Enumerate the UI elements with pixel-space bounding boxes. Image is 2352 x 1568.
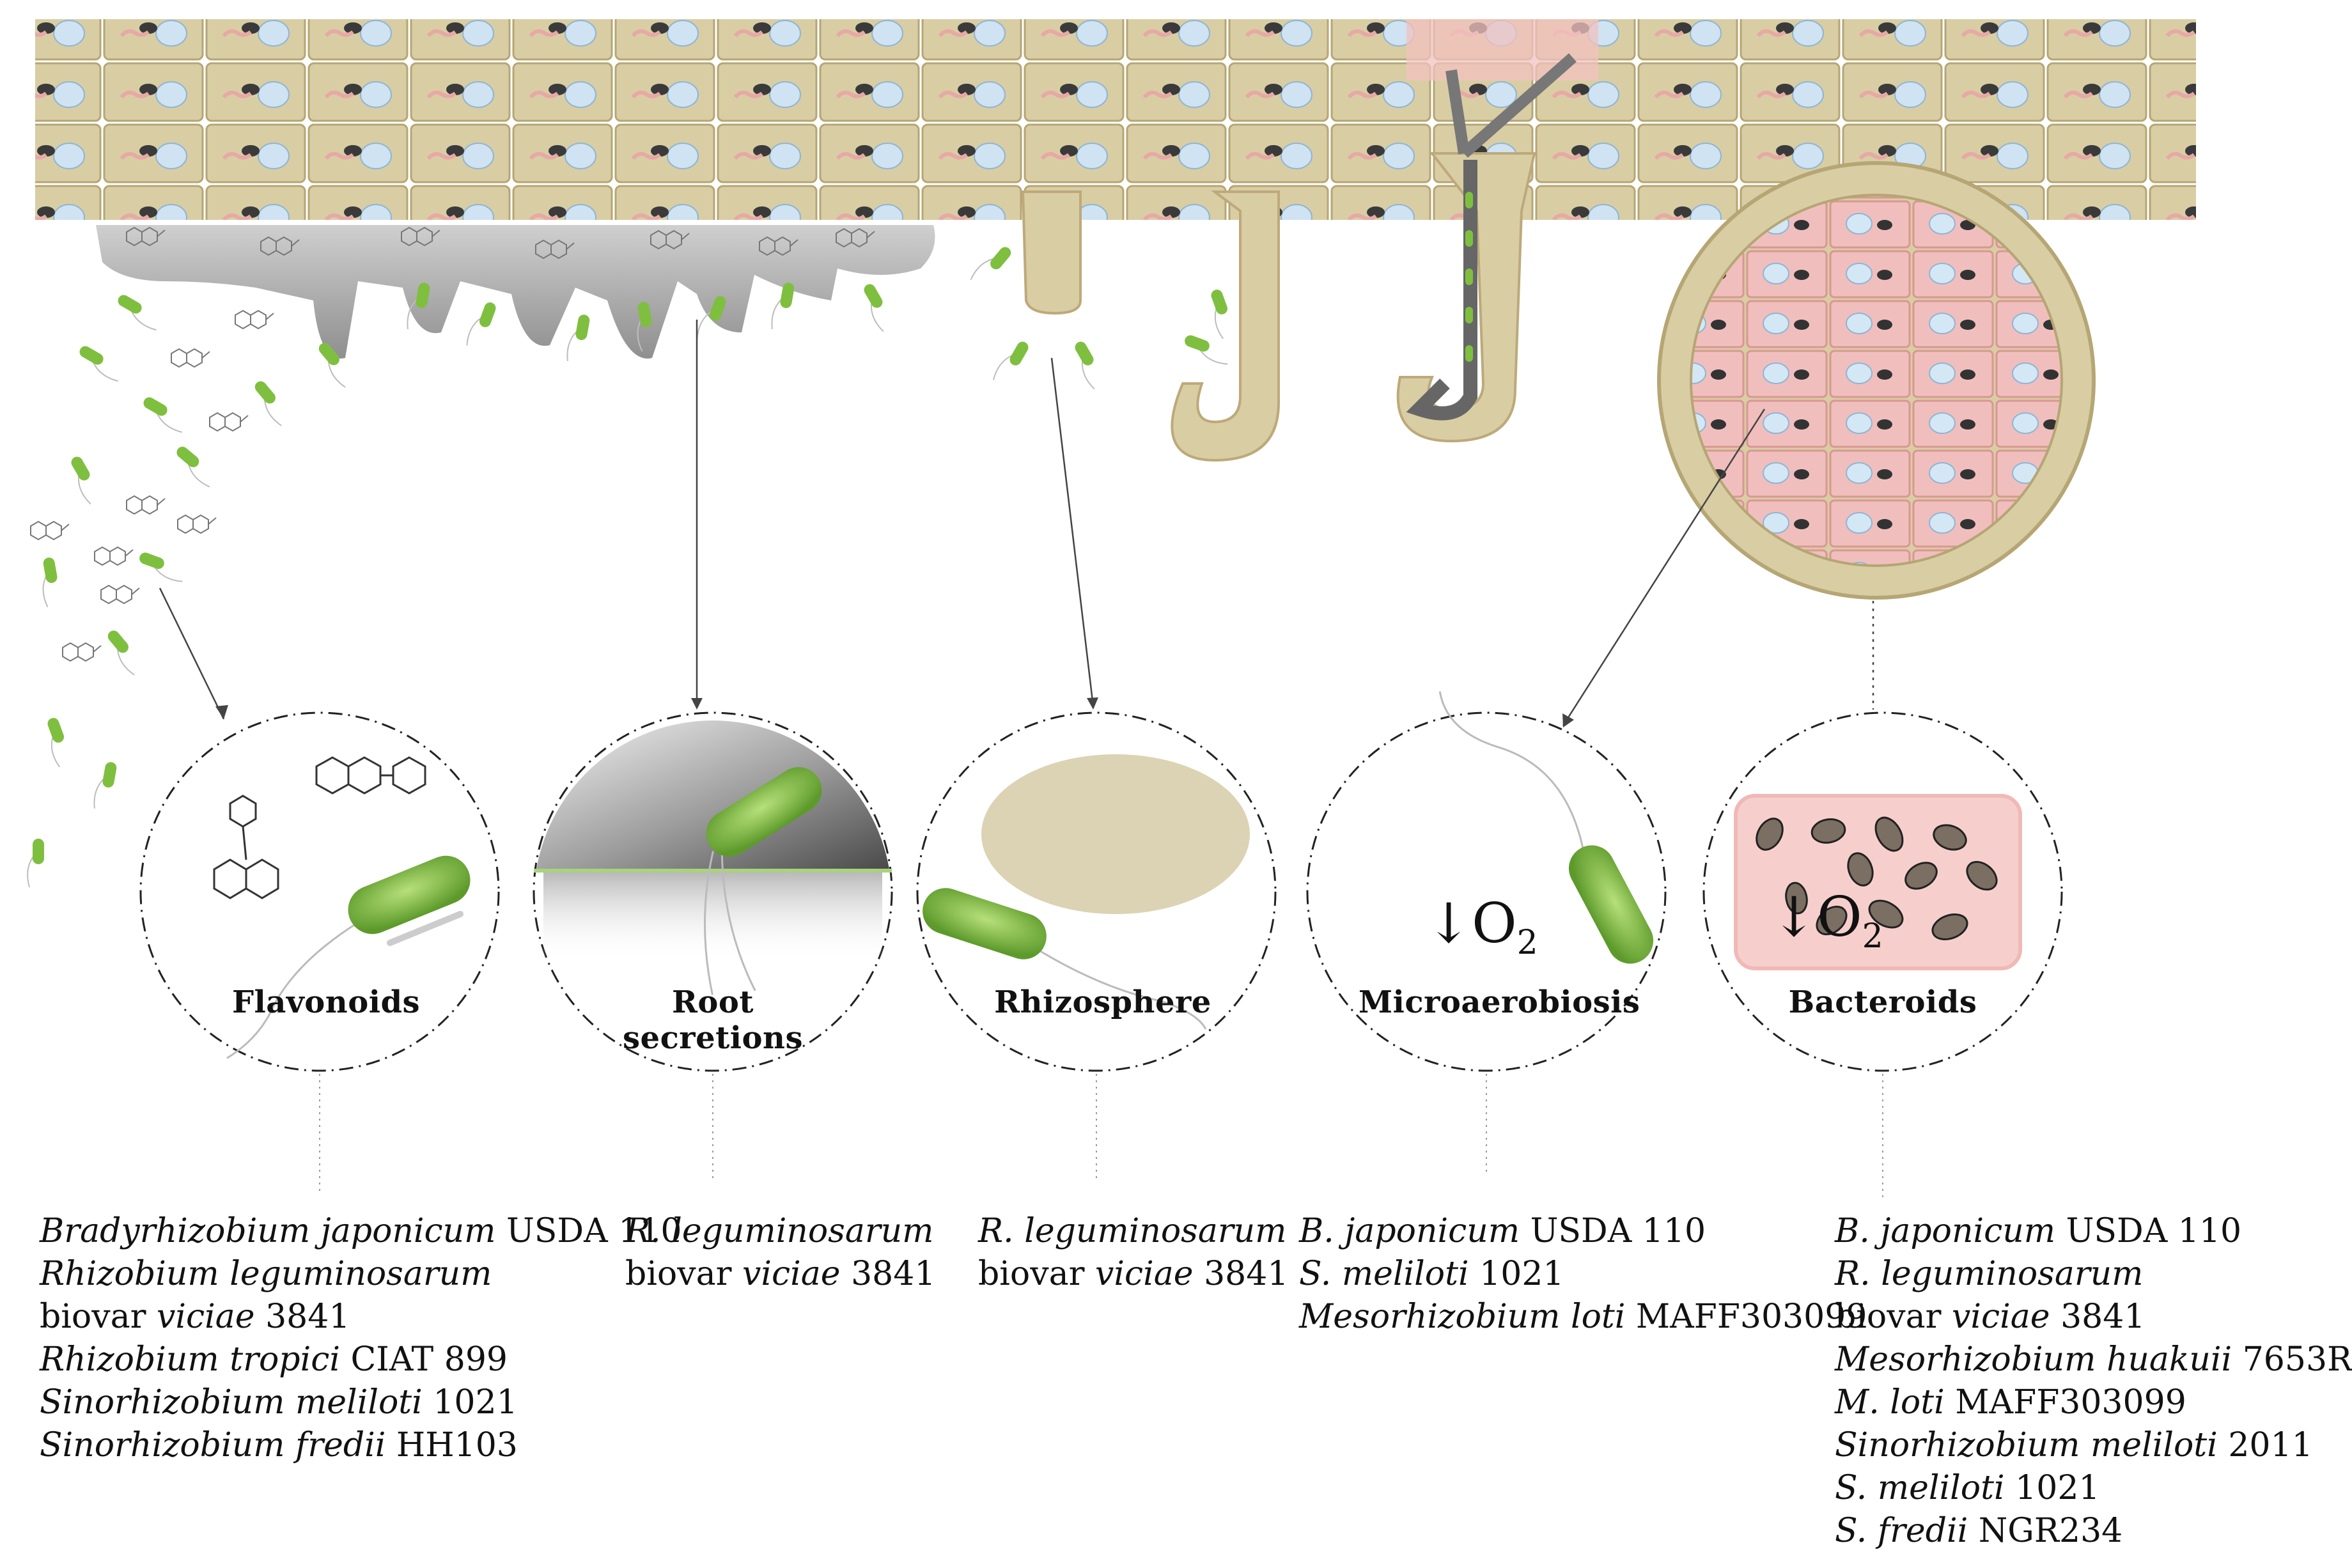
species-entry: Sinorhizobium meliloti 1021 bbox=[40, 1383, 518, 1422]
panel-stems bbox=[319, 1074, 1883, 1202]
down-arrow-icon: ↓ bbox=[1426, 892, 1472, 956]
root-hairs bbox=[1021, 53, 1577, 462]
flavonoid-structure-icon bbox=[213, 756, 426, 899]
panel-microaerobiosis bbox=[1306, 691, 1667, 1072]
leader-flavonoids bbox=[159, 587, 225, 720]
infection-thread-bacteria bbox=[1465, 192, 1473, 362]
infection-thread bbox=[1406, 160, 1477, 421]
leader-microaerobiosis bbox=[1562, 408, 1766, 726]
flavonoid-bacterium-icon bbox=[226, 855, 471, 1059]
species-list-bacteroids: B. japonicum USDA 110 R. leguminosarum bio… bbox=[1835, 1210, 2352, 1553]
infected-cell-patch bbox=[1406, 19, 1598, 81]
species-entry: biovar viciae 3841 bbox=[40, 1298, 350, 1336]
root-hair-curled bbox=[1171, 190, 1280, 462]
species-entry: biovar viciae 3841 bbox=[1835, 1298, 2146, 1336]
panel-root-secretions bbox=[533, 711, 893, 1072]
species-entry: R. leguminosarum bbox=[1835, 1255, 2144, 1293]
species-entry: S. fredii NGR234 bbox=[1835, 1512, 2123, 1550]
nodule-infected-zone bbox=[1690, 194, 2063, 567]
species-list-rhizosphere: R. leguminosarum biovar viciae 3841 bbox=[978, 1210, 1288, 1296]
species-entry: Rhizobium leguminosarum bbox=[40, 1255, 492, 1293]
species-entry: B. japonicum USDA 110 bbox=[1835, 1212, 2242, 1250]
species-entry: Rhizobium tropici CIAT 899 bbox=[40, 1340, 508, 1379]
bacteroids-o2-label: ↓O2 bbox=[1771, 885, 1883, 956]
species-entry: S. meliloti 1021 bbox=[1299, 1255, 1564, 1293]
bacteroid-cells bbox=[1756, 816, 1998, 940]
root-nodule bbox=[1657, 161, 2096, 600]
species-entry: Sinorhizobium fredii HH103 bbox=[40, 1426, 518, 1464]
root-secretion bbox=[96, 225, 935, 359]
microaerobiosis-o2-label: ↓O2 bbox=[1426, 892, 1538, 962]
panel-bacteroids bbox=[1702, 711, 2063, 1072]
species-entry: S. meliloti 1021 bbox=[1835, 1469, 2100, 1507]
panel-flavonoids bbox=[139, 711, 500, 1072]
secretion-shape bbox=[96, 225, 935, 359]
species-entry: R. leguminosarum bbox=[625, 1212, 934, 1250]
species-entry: biovar viciae 3841 bbox=[978, 1255, 1289, 1293]
soil-particle bbox=[981, 754, 1250, 914]
species-entry: Sinorhizobium meliloti 2011 bbox=[1835, 1426, 2313, 1464]
panel-title-root-secretions: Root secretions bbox=[623, 984, 803, 1056]
root-tissue bbox=[35, 19, 2196, 220]
species-entry: R. leguminosarum bbox=[978, 1212, 1287, 1250]
species-entry: Mesorhizobium huakuii 7653R bbox=[1835, 1340, 2352, 1379]
panel-title-bacteroids: Bacteroids bbox=[1788, 984, 1977, 1020]
diagram-canvas bbox=[27, 19, 2196, 1202]
leader-lines bbox=[159, 320, 1874, 726]
species-entry: M. loti MAFF303099 bbox=[1835, 1383, 2186, 1422]
panel-title-rhizosphere: Rhizosphere bbox=[994, 984, 1211, 1020]
species-list-root-secretions: R. leguminosarum biovar viciae 3841 bbox=[625, 1210, 935, 1296]
species-entry: B. japonicum USDA 110 bbox=[1299, 1212, 1706, 1250]
panel-title-flavonoids: Flavonoids bbox=[231, 984, 421, 1020]
species-entry: biovar viciae 3841 bbox=[625, 1255, 936, 1293]
species-entry: Mesorhizobium loti MAFF303099 bbox=[1299, 1298, 1867, 1336]
down-arrow-icon: ↓ bbox=[1771, 885, 1818, 949]
microaerobiosis-bacterium-icon bbox=[1438, 691, 1654, 964]
panel-title-microaerobiosis: Microaerobiosis bbox=[1359, 984, 1640, 1020]
root-hair-straight bbox=[1021, 190, 1082, 315]
panel-rhizosphere bbox=[916, 711, 1277, 1072]
free-flavonoid-molecules bbox=[30, 310, 274, 662]
root-secretions-bacterium-icon bbox=[703, 767, 822, 995]
leader-rhizosphere bbox=[1050, 357, 1094, 707]
rhizosphere-bacterium-icon bbox=[923, 888, 1207, 1030]
species-entry: Bradyrhizobium japonicum USDA 110 bbox=[40, 1212, 682, 1250]
